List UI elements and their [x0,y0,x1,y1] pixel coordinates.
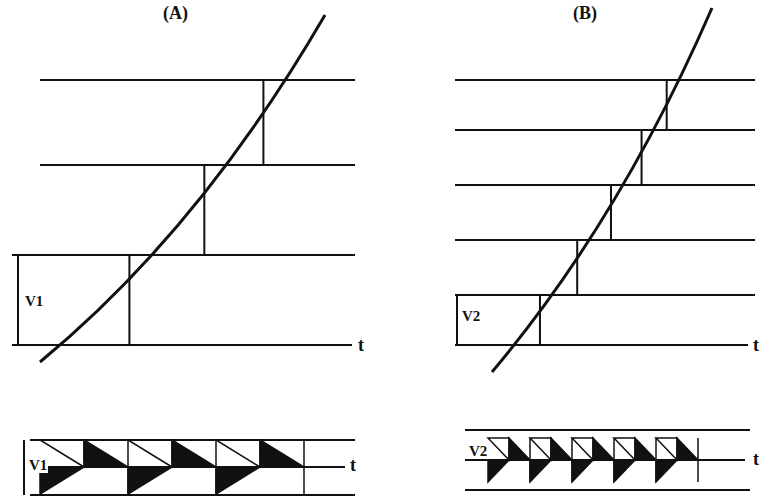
error-ramp [530,460,551,482]
signal-name: V2 [468,444,488,459]
axis-label: t [752,450,760,468]
error-ramp [509,438,530,460]
error-ramp [635,438,656,460]
error-ramp [488,460,509,482]
error-jump [303,440,305,494]
panel-label: (B) [572,4,598,22]
error-jump [697,438,699,482]
error-ramp [677,438,698,460]
error-ramp [260,440,304,467]
quantizer-step [642,130,654,185]
error-ramp [614,460,635,482]
error-ramp [551,438,572,460]
quantizer-step [263,80,285,165]
error-ramp [656,438,677,460]
input-curve [40,15,325,362]
signal-name: V2 [461,309,481,324]
error-ramp [593,438,614,460]
quantizer-step [204,165,226,255]
signal-name: V1 [28,458,48,473]
input-curve [492,8,712,372]
signal-name: V1 [24,294,44,309]
error-ramp [216,440,260,467]
error-ramp [614,438,635,460]
error-ramp [656,460,677,482]
error-ramp [172,440,216,467]
error-ramp [572,438,593,460]
axis-label: t [349,456,357,474]
error-ramp [530,438,551,460]
quantizer-step [540,295,552,345]
error-ramp [488,438,509,460]
error-ramp [572,460,593,482]
error-ramp [216,467,260,494]
quantizer-step [611,185,623,240]
quantizer-step [667,80,679,130]
quantizer-step [577,240,589,295]
axis-label: t [752,336,760,354]
error-ramp [84,440,128,467]
axis-label: t [357,336,365,354]
quantizer-step [129,255,151,345]
panel-label: (A) [162,4,189,22]
error-ramp [128,467,172,494]
error-ramp [128,440,172,467]
